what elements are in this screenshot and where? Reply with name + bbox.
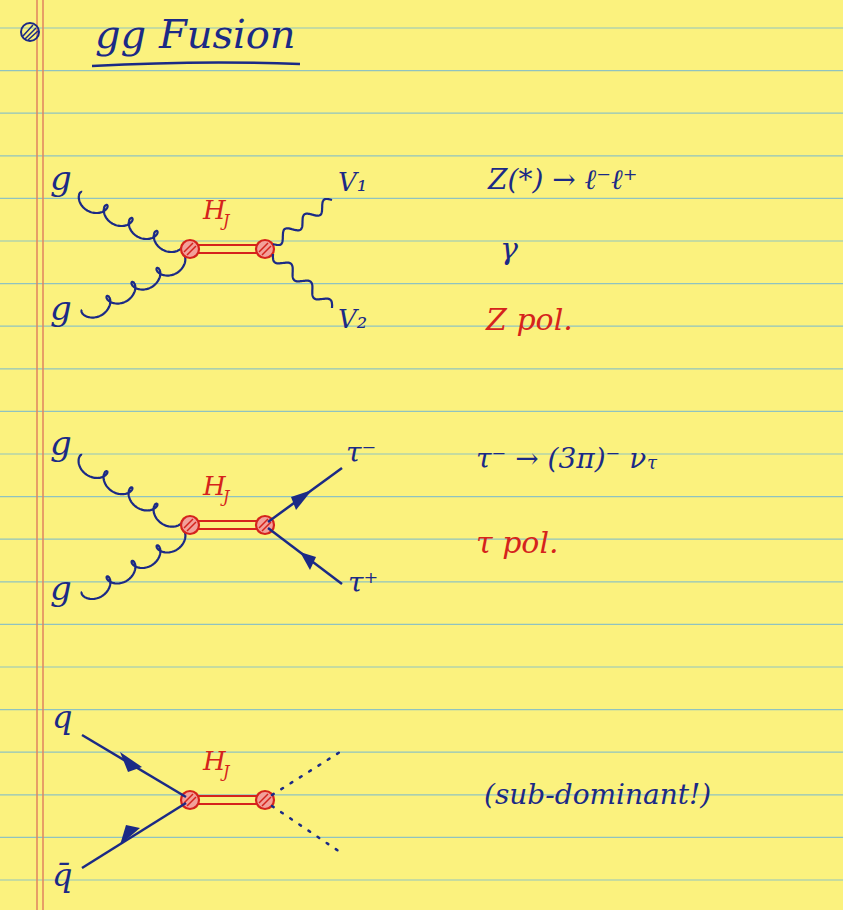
red-annotation: τ pol. [476, 526, 559, 559]
fermion-line [268, 468, 342, 522]
boson-line [273, 254, 332, 308]
dotted-line [272, 806, 340, 852]
blob-hatch [184, 519, 196, 531]
handwritten-label: g [50, 570, 72, 607]
handwritten-label: (sub-dominant!) [484, 780, 711, 811]
quark-line [82, 735, 186, 797]
red-annotation: J [223, 488, 229, 506]
ruled-line [0, 368, 843, 369]
handwritten-label: g [50, 160, 72, 197]
ruled-line [0, 709, 843, 710]
ruled-line [0, 283, 843, 284]
handwritten-label: τ [647, 453, 657, 473]
propagator [190, 803, 265, 805]
gluon-line [82, 530, 186, 599]
ruled-line [0, 113, 843, 114]
propagator [190, 252, 265, 254]
propagator [190, 795, 265, 797]
gluon-line [82, 254, 186, 318]
margin-line [36, 0, 38, 910]
dotted-line [272, 752, 340, 795]
vertex-blob [181, 516, 199, 534]
ruled-line [0, 240, 843, 241]
red-annotation: H [203, 472, 226, 501]
ruled-line [0, 539, 843, 540]
red-annotation: H [203, 747, 226, 776]
red-annotation: H [203, 196, 226, 225]
vertex-blob [256, 240, 274, 258]
handwritten-label: q [52, 700, 72, 735]
blob-hatch [259, 794, 271, 806]
bullet [21, 23, 39, 41]
ruled-line [0, 453, 843, 454]
ruled-line [0, 70, 843, 71]
gluon-line [79, 455, 183, 527]
quark-line [82, 803, 186, 868]
handwritten-label: V₂ [338, 305, 367, 334]
handwritten-label: τ⁺ [348, 568, 378, 599]
handwritten-label: τ⁻ → (3π)⁻ ν [476, 444, 646, 475]
blob-hatch [259, 243, 271, 255]
handwritten-label: Z(*) → ℓ⁻ℓ⁺ [488, 165, 637, 196]
page-title: gg Fusion [95, 12, 296, 56]
ruled-line [0, 794, 843, 795]
ruled-line [0, 879, 843, 880]
propagator [190, 244, 265, 246]
gluon-line [79, 192, 183, 252]
margin-line [42, 0, 44, 910]
ruled-lines [0, 28, 843, 880]
red-annotation: J [223, 763, 229, 781]
red-annotation: Z pol. [486, 303, 573, 336]
propagator [190, 528, 265, 530]
handwritten-label: g [50, 425, 72, 462]
handwritten-label: q̄ [52, 858, 72, 893]
ruled-line [0, 326, 843, 327]
propagator [190, 520, 265, 522]
ruled-line [0, 624, 843, 625]
handwritten-label: V₁ [338, 168, 367, 197]
ruled-line [0, 666, 843, 667]
ruled-line [0, 198, 843, 199]
fermion-arrow [300, 552, 316, 570]
handwritten-label: g [50, 290, 72, 327]
ruled-line [0, 496, 843, 497]
boson-line [273, 199, 332, 245]
fermion-arrow [291, 490, 312, 510]
bullet-hatch [23, 25, 38, 40]
ruled-line [0, 411, 843, 412]
ruled-line [0, 155, 843, 156]
handwritten-label: γ [500, 232, 518, 265]
feynman-diagrams [79, 192, 333, 809]
ruled-line [0, 752, 843, 753]
blob-hatch [184, 243, 196, 255]
vertex-blob [181, 791, 199, 809]
vertex-blob [181, 240, 199, 258]
title-underline [92, 62, 300, 66]
fermion-line [268, 528, 342, 584]
handwritten-label: τ⁻ [346, 438, 376, 469]
red-annotation: J [223, 212, 229, 230]
quark-arrow [120, 825, 140, 845]
quark-arrow [120, 752, 142, 772]
